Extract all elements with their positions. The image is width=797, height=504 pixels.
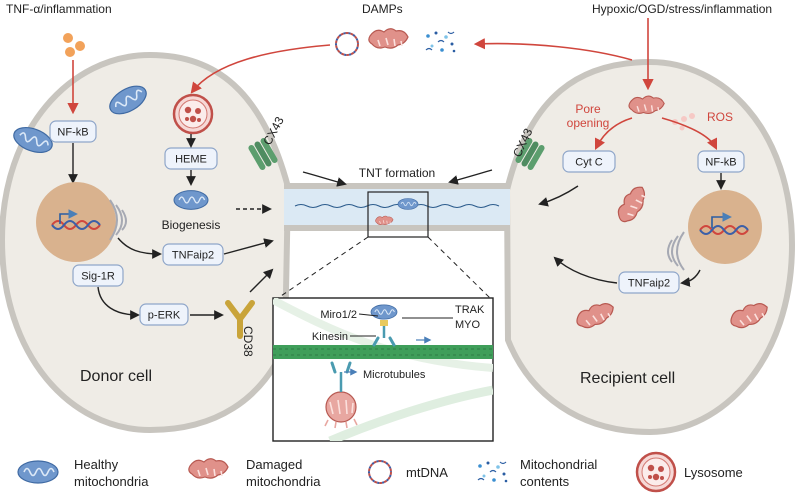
recipient-nucleus xyxy=(667,190,762,271)
cd38-label: CD38 xyxy=(241,326,255,357)
svg-text:HEME: HEME xyxy=(175,154,207,166)
svg-text:TNFaip2: TNFaip2 xyxy=(628,278,670,290)
svg-text:TNFaip2: TNFaip2 xyxy=(172,250,214,262)
inset-panel: Miro1/2 TRAK MYO Kinesin Microtubules xyxy=(272,297,494,442)
biogenesis-label: Biogenesis xyxy=(162,218,221,232)
tnt-zoom-region xyxy=(367,191,429,238)
damaged-mitochondria-icon xyxy=(368,27,409,49)
myo-label: MYO xyxy=(455,319,481,331)
donor-cell-label: Donor cell xyxy=(80,368,152,385)
donor-nfkb-box: NF-kB xyxy=(49,120,97,143)
recipient-tnfaip2-box: TNFaip2 xyxy=(618,271,680,294)
svg-text:NF-kB: NF-kB xyxy=(705,157,736,169)
trak-label: TRAK xyxy=(455,304,485,316)
mtdna-icon xyxy=(335,32,359,56)
healthy-mitochondria-icon xyxy=(370,304,398,320)
ros-label: ROS xyxy=(707,110,733,124)
donor-tnfaip2-box: TNFaip2 xyxy=(162,243,224,266)
healthy-mitochondria-icon xyxy=(17,460,59,484)
tunneling-nanotube xyxy=(277,183,510,299)
top-label-hypoxic: Hypoxic/OGD/stress/inflammation xyxy=(592,2,772,16)
microtubule-bar xyxy=(273,345,493,359)
legend-label-mtdna: mtDNA xyxy=(406,465,448,480)
donor-sig1r-box: Sig-1R xyxy=(72,264,124,287)
recipient-cell-label: Recipient cell xyxy=(580,370,675,387)
damaged-mitochondria-icon xyxy=(324,391,358,429)
lysosome-icon xyxy=(172,93,214,135)
tnt-formation-label: TNT formation xyxy=(359,166,435,180)
recipient-nfkb-box: NF-kB xyxy=(697,150,745,173)
recipient-cytc-box: Cyt C xyxy=(562,150,616,173)
cd38-receptor-icon xyxy=(225,300,255,339)
damaged-mitochondria-icon xyxy=(628,95,665,115)
lysosome-icon xyxy=(635,451,677,493)
damps-cluster xyxy=(335,27,456,56)
microtubules-label: Microtubules xyxy=(363,369,426,381)
svg-text:Sig-1R: Sig-1R xyxy=(81,271,115,283)
donor-perk-box: p-ERK xyxy=(139,303,189,326)
svg-text:Cyt C: Cyt C xyxy=(575,157,603,169)
mtdna-icon xyxy=(368,460,392,484)
legend-label-lysosome: Lysosome xyxy=(684,465,743,480)
healthy-mitochondria-icon xyxy=(173,189,209,211)
top-label-tnf: TNF-α/inflammation xyxy=(6,2,112,16)
svg-text:p-ERK: p-ERK xyxy=(148,310,181,322)
tnf-particles-icon xyxy=(63,33,85,57)
mitochondrial-contents-icon xyxy=(425,30,456,53)
svg-text:NF-kB: NF-kB xyxy=(57,127,88,139)
donor-nucleus xyxy=(36,182,127,262)
miro-label: Miro1/2 xyxy=(320,309,357,321)
donor-heme-box: HEME xyxy=(164,147,218,170)
damaged-mitochondria-icon xyxy=(188,457,229,479)
top-label-damps: DAMPs xyxy=(362,2,403,16)
kinesin-label: Kinesin xyxy=(312,331,348,343)
mitochondrial-contents-icon xyxy=(477,460,508,483)
